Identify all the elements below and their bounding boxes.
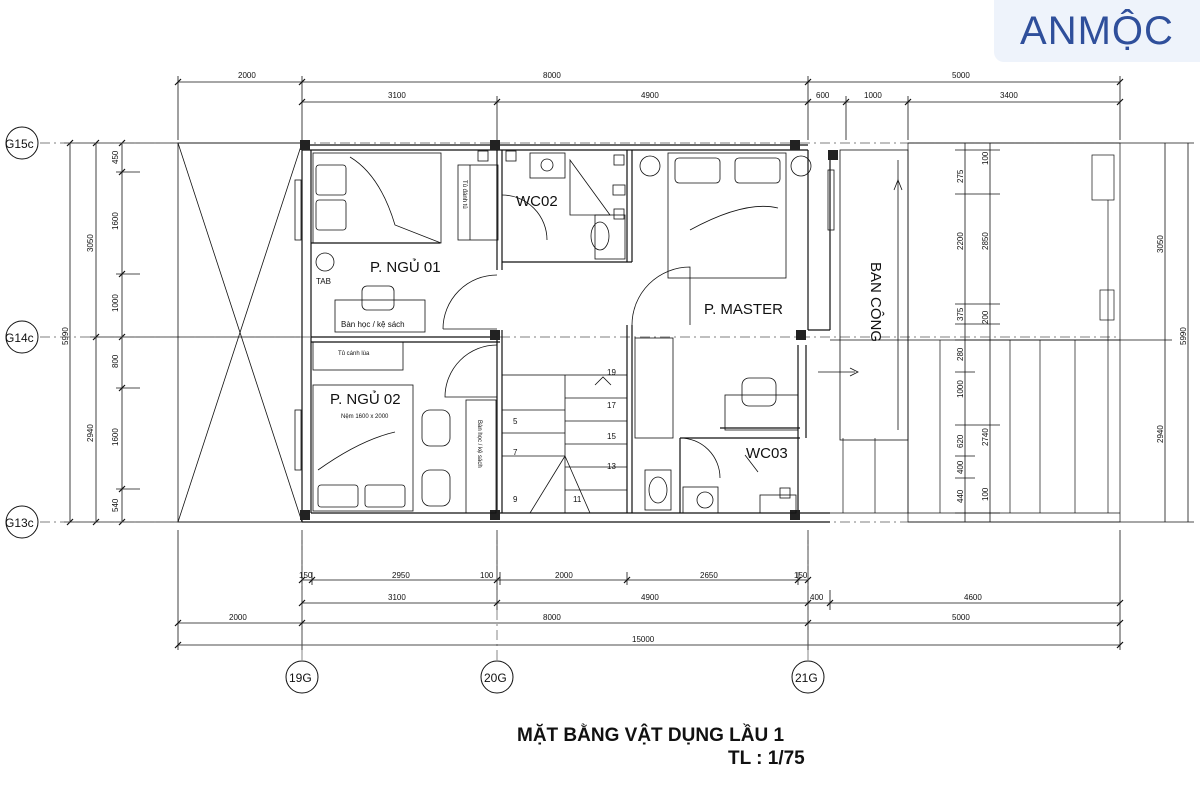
logo-text: ANMỘC <box>1020 8 1174 53</box>
dim-top-8: 3400 <box>1000 91 1018 100</box>
dim-right-l: 2850 <box>981 232 990 250</box>
dim-bot-11: 2000 <box>229 613 247 622</box>
dim-bot-7: 3100 <box>388 593 406 602</box>
dim-left-total: 5990 <box>61 327 70 345</box>
staircase <box>501 337 674 514</box>
dim-right-b: 2940 <box>1156 425 1165 443</box>
balcony-label: BAN CÔNG <box>867 262 884 342</box>
dim-top-2: 8000 <box>543 71 561 80</box>
dim-bot-10: 4600 <box>964 593 982 602</box>
dim-top-4: 3100 <box>388 91 406 100</box>
wc03-label: WC03 <box>746 445 788 462</box>
master-label: P. MASTER <box>704 301 783 318</box>
dim-left-d: 1600 <box>111 212 120 230</box>
drawing-scale: TL : 1/75 <box>728 748 805 769</box>
dim-bot-total: 15000 <box>632 635 655 644</box>
grid-label-19g: 19G <box>289 671 312 685</box>
bedroom1-label: P. NGỦ 01 <box>370 258 441 276</box>
grid-label-20g: 20G <box>484 671 507 685</box>
drawing-title: MẶT BẰNG VẬT DỤNG LẦU 1 <box>517 725 785 746</box>
step-15: 15 <box>607 432 616 441</box>
dim-bot-5: 2650 <box>700 571 718 580</box>
step-17: 17 <box>607 401 616 410</box>
top-dimensions <box>177 76 1121 140</box>
dim-bot-13: 5000 <box>952 613 970 622</box>
dim-right-a: 3050 <box>1156 235 1165 253</box>
desk2-label: Bàn học / kệ sách <box>476 420 482 468</box>
bedroom2-furniture <box>312 341 497 514</box>
window-marks <box>294 150 835 499</box>
right-dimensions <box>908 142 1194 523</box>
balcony-outline <box>818 149 909 441</box>
dim-right-o: 100 <box>981 487 990 501</box>
brand-logo: ANMỘC <box>994 0 1200 62</box>
dim-bot-4: 2000 <box>555 571 573 580</box>
dim-bot-9: 400 <box>810 593 824 602</box>
dim-left-g: 1600 <box>111 428 120 446</box>
grid-label-g14: G14c <box>5 331 34 345</box>
wc02-label: WC02 <box>516 193 558 210</box>
dim-right-f: 280 <box>956 347 965 361</box>
desk1-label: Bàn học / kệ sách <box>341 320 405 329</box>
step-5: 5 <box>513 417 518 426</box>
tab-label: TAB <box>316 277 331 286</box>
wc03-fixtures <box>644 454 797 514</box>
wardrobe2-label: Tủ cánh lùa <box>338 350 370 357</box>
dim-right-d: 2200 <box>956 232 965 250</box>
grid-axis-lines <box>40 142 1120 665</box>
dim-top-5: 4900 <box>641 91 659 100</box>
step-9: 9 <box>513 495 518 504</box>
dim-bot-6: 150 <box>794 571 808 580</box>
left-dimensions <box>64 142 300 523</box>
dim-bot-1: 150 <box>299 571 313 580</box>
dim-left-e: 1000 <box>111 294 120 312</box>
bottom-dimensions <box>177 530 1121 650</box>
door-swings <box>442 194 721 479</box>
wall-columns <box>300 140 838 520</box>
dim-left-b: 2940 <box>86 424 95 442</box>
step-19: 19 <box>607 368 616 377</box>
pergola-grid <box>830 142 1121 523</box>
grid-label-21g: 21G <box>795 671 818 685</box>
dim-right-m: 200 <box>981 310 990 324</box>
dim-left-c: 450 <box>111 150 120 164</box>
dim-bot-3: 100 <box>480 571 494 580</box>
dim-right-h: 620 <box>956 434 965 448</box>
dim-top-3: 5000 <box>952 71 970 80</box>
master-furniture <box>639 152 812 431</box>
top-dim-ticks <box>174 78 1124 106</box>
step-13: 13 <box>607 462 616 471</box>
wardrobe1-label: Tủ đánh tủ <box>461 180 468 209</box>
dim-bot-2: 2950 <box>392 571 410 580</box>
dim-left-a: 3050 <box>86 234 95 252</box>
bedroom2-bed-size: Nệm 1600 x 2000 <box>341 414 389 420</box>
grid-label-g13: G13c <box>5 516 34 530</box>
grid-label-g15: G15c <box>5 137 34 151</box>
wc02-fixtures <box>529 152 626 260</box>
dim-left-f: 800 <box>111 354 120 368</box>
dim-right-total: 5990 <box>1179 327 1188 345</box>
dim-top-1: 2000 <box>238 71 256 80</box>
bedroom2-label: P. NGỦ 02 <box>330 390 401 408</box>
dim-right-e: 375 <box>956 307 965 321</box>
dim-right-g: 1000 <box>956 380 965 398</box>
dim-bot-12: 8000 <box>543 613 561 622</box>
dim-top-6: 600 <box>816 91 830 100</box>
walls <box>301 144 831 523</box>
dim-top-7: 1000 <box>864 91 882 100</box>
dim-right-j: 440 <box>956 489 965 503</box>
grid-bubbles <box>5 126 825 694</box>
dim-right-c: 275 <box>956 169 965 183</box>
step-11: 11 <box>573 495 582 504</box>
bedroom1-furniture <box>312 152 499 333</box>
dim-left-h: 540 <box>111 498 120 512</box>
dim-bot-8: 4900 <box>641 593 659 602</box>
step-7: 7 <box>513 448 518 457</box>
open-void <box>177 142 303 523</box>
dim-right-k: 100 <box>981 151 990 165</box>
dim-right-n: 2740 <box>981 428 990 446</box>
dim-right-i: 400 <box>956 460 965 474</box>
